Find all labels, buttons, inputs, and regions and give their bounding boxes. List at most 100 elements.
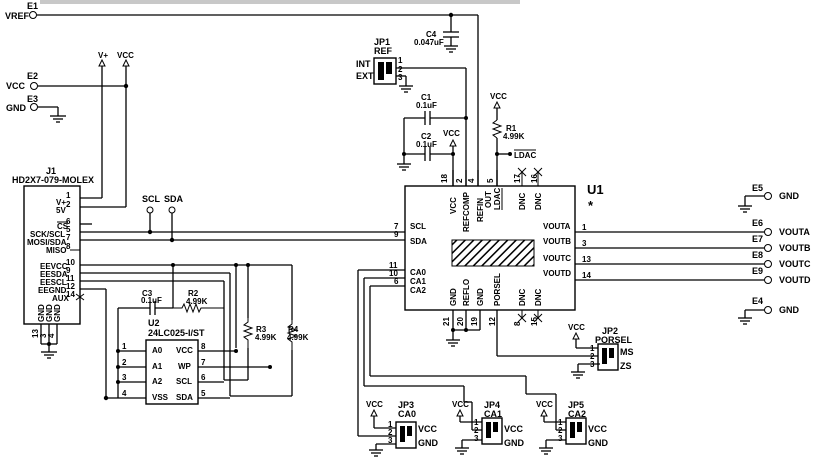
svg-text:VOUTD: VOUTD: [779, 275, 811, 285]
svg-text:GND: GND: [588, 438, 609, 448]
svg-text:A1: A1: [152, 362, 163, 371]
svg-text:E5: E5: [752, 183, 763, 193]
svg-text:PORSEL: PORSEL: [493, 273, 502, 306]
svg-text:VCC: VCC: [588, 424, 608, 434]
svg-text:VOUTA: VOUTA: [543, 222, 571, 231]
svg-text:13: 13: [31, 329, 40, 338]
svg-text:7: 7: [66, 233, 71, 242]
svg-text:VSS: VSS: [152, 393, 169, 402]
sda-label: SDA: [164, 194, 184, 204]
terminal-e2: E2 VCC: [6, 71, 129, 91]
svg-text:CA0: CA0: [398, 409, 416, 419]
resistor-r3: R3 4.99K: [224, 318, 277, 381]
svg-text:21: 21: [442, 317, 451, 326]
ic-u1: U1 * VCC REFCOMP REFIN OUT LDAC DNC DNC …: [358, 167, 604, 357]
terminal-e3: E3 GND: [6, 94, 66, 123]
jp1-opt2: EXT: [356, 71, 374, 81]
ldac-label: LDAC: [514, 151, 536, 160]
c1-ref: C1: [421, 93, 432, 102]
terminal-e7: E7 VOUTB: [752, 234, 811, 253]
svg-text:1: 1: [122, 342, 127, 351]
svg-text:8: 8: [66, 242, 71, 251]
svg-text:E8: E8: [752, 250, 763, 260]
e1-net: VREF: [5, 11, 30, 21]
svg-text:MISO: MISO: [46, 246, 66, 255]
r3-ref: R3: [256, 325, 267, 334]
svg-text:1: 1: [388, 420, 393, 429]
svg-text:1: 1: [582, 223, 587, 232]
svg-text:DNC: DNC: [518, 288, 527, 306]
jp2-ref: JP2: [602, 326, 618, 336]
connector-j1: J1 HD2X7-079-MOLEX 1 2 6 5 7 8 10 9 11 1…: [12, 166, 94, 359]
jp1-opt1: INT: [356, 59, 371, 69]
svg-text:GND: GND: [476, 288, 485, 306]
ee-nets: [80, 263, 293, 401]
svg-text:2: 2: [590, 352, 595, 361]
svg-text:2: 2: [558, 426, 563, 435]
svg-text:GND: GND: [418, 438, 439, 448]
svg-text:REFIN: REFIN: [476, 198, 485, 222]
svg-text:E7: E7: [752, 234, 763, 244]
svg-text:VCC: VCC: [366, 400, 383, 409]
terminal-e5: E5 GND: [752, 183, 800, 201]
cap-c4: C4 0.047uF: [414, 15, 459, 53]
svg-text:JP4: JP4: [484, 400, 500, 410]
svg-text:3: 3: [582, 239, 587, 248]
cap-c2: C2 0.1uF: [397, 118, 453, 171]
svg-text:LDAC: LDAC: [493, 188, 502, 210]
svg-text:VCC: VCC: [176, 346, 193, 355]
svg-text:5V: 5V: [56, 206, 66, 215]
cap-c1: C1 0.1uF: [404, 93, 466, 125]
svg-text:VOUTB: VOUTB: [779, 243, 811, 253]
svg-text:VOUTC: VOUTC: [543, 254, 571, 263]
svg-text:4: 4: [467, 178, 476, 183]
terminal-e8: E8 VOUTC: [752, 250, 811, 269]
svg-text:11: 11: [389, 261, 398, 270]
svg-text:20: 20: [456, 317, 465, 326]
vcc-label-u1: VCC: [443, 129, 460, 138]
svg-text:3: 3: [39, 333, 48, 338]
svg-text:DNC: DNC: [534, 192, 543, 210]
svg-text:CA1: CA1: [484, 409, 502, 419]
svg-text:AUX: AUX: [52, 294, 70, 303]
svg-text:12: 12: [488, 317, 497, 326]
jp2-opt1: MS: [620, 347, 634, 357]
svg-text:3: 3: [558, 434, 563, 443]
svg-text:8: 8: [513, 321, 522, 326]
u2-part: 24LC025-I/ST: [148, 328, 205, 338]
svg-text:6: 6: [201, 373, 206, 382]
r4-ref: R4: [288, 325, 299, 334]
jp2-name: PORSEL: [595, 335, 633, 345]
svg-text:GND: GND: [37, 304, 46, 322]
vplus-rail: V+: [80, 51, 108, 199]
svg-text:GND: GND: [53, 304, 62, 322]
svg-text:14: 14: [582, 271, 591, 280]
svg-text:REFCOMP: REFCOMP: [462, 191, 471, 232]
svg-text:A2: A2: [152, 377, 163, 386]
cap-c3: C3 0.1uF: [117, 265, 174, 348]
svg-text:VCC: VCC: [452, 400, 469, 409]
jp1-ref: JP1: [374, 37, 390, 47]
c1-value: 0.1uF: [416, 101, 437, 110]
svg-text:11: 11: [66, 274, 75, 283]
svg-text:VOUTC: VOUTC: [779, 259, 811, 269]
svg-text:13: 13: [582, 255, 591, 264]
svg-text:E9: E9: [752, 266, 763, 276]
vcc-label-jp2: VCC: [568, 323, 585, 332]
jumper-jp5: JP5 CA2 VCC 1 2 3 VCC GND: [536, 400, 609, 455]
c3-ref: C3: [142, 289, 153, 298]
c3-value: 0.1uF: [141, 296, 162, 305]
svg-text:VOUTA: VOUTA: [779, 227, 810, 237]
svg-text:VCC: VCC: [449, 197, 458, 214]
e3-ref: E3: [27, 94, 38, 104]
svg-text:SDA: SDA: [176, 393, 193, 402]
svg-text:10: 10: [389, 269, 398, 278]
vplus-label: V+: [98, 51, 108, 60]
e3-net: GND: [6, 103, 27, 113]
r4-value: 4.99K: [287, 333, 309, 342]
svg-text:VCC: VCC: [536, 400, 553, 409]
svg-text:17: 17: [513, 174, 522, 183]
r2-value: 4.99K: [186, 297, 208, 306]
svg-text:EEGND: EEGND: [38, 286, 67, 295]
vcc-label-r1: VCC: [490, 92, 507, 101]
